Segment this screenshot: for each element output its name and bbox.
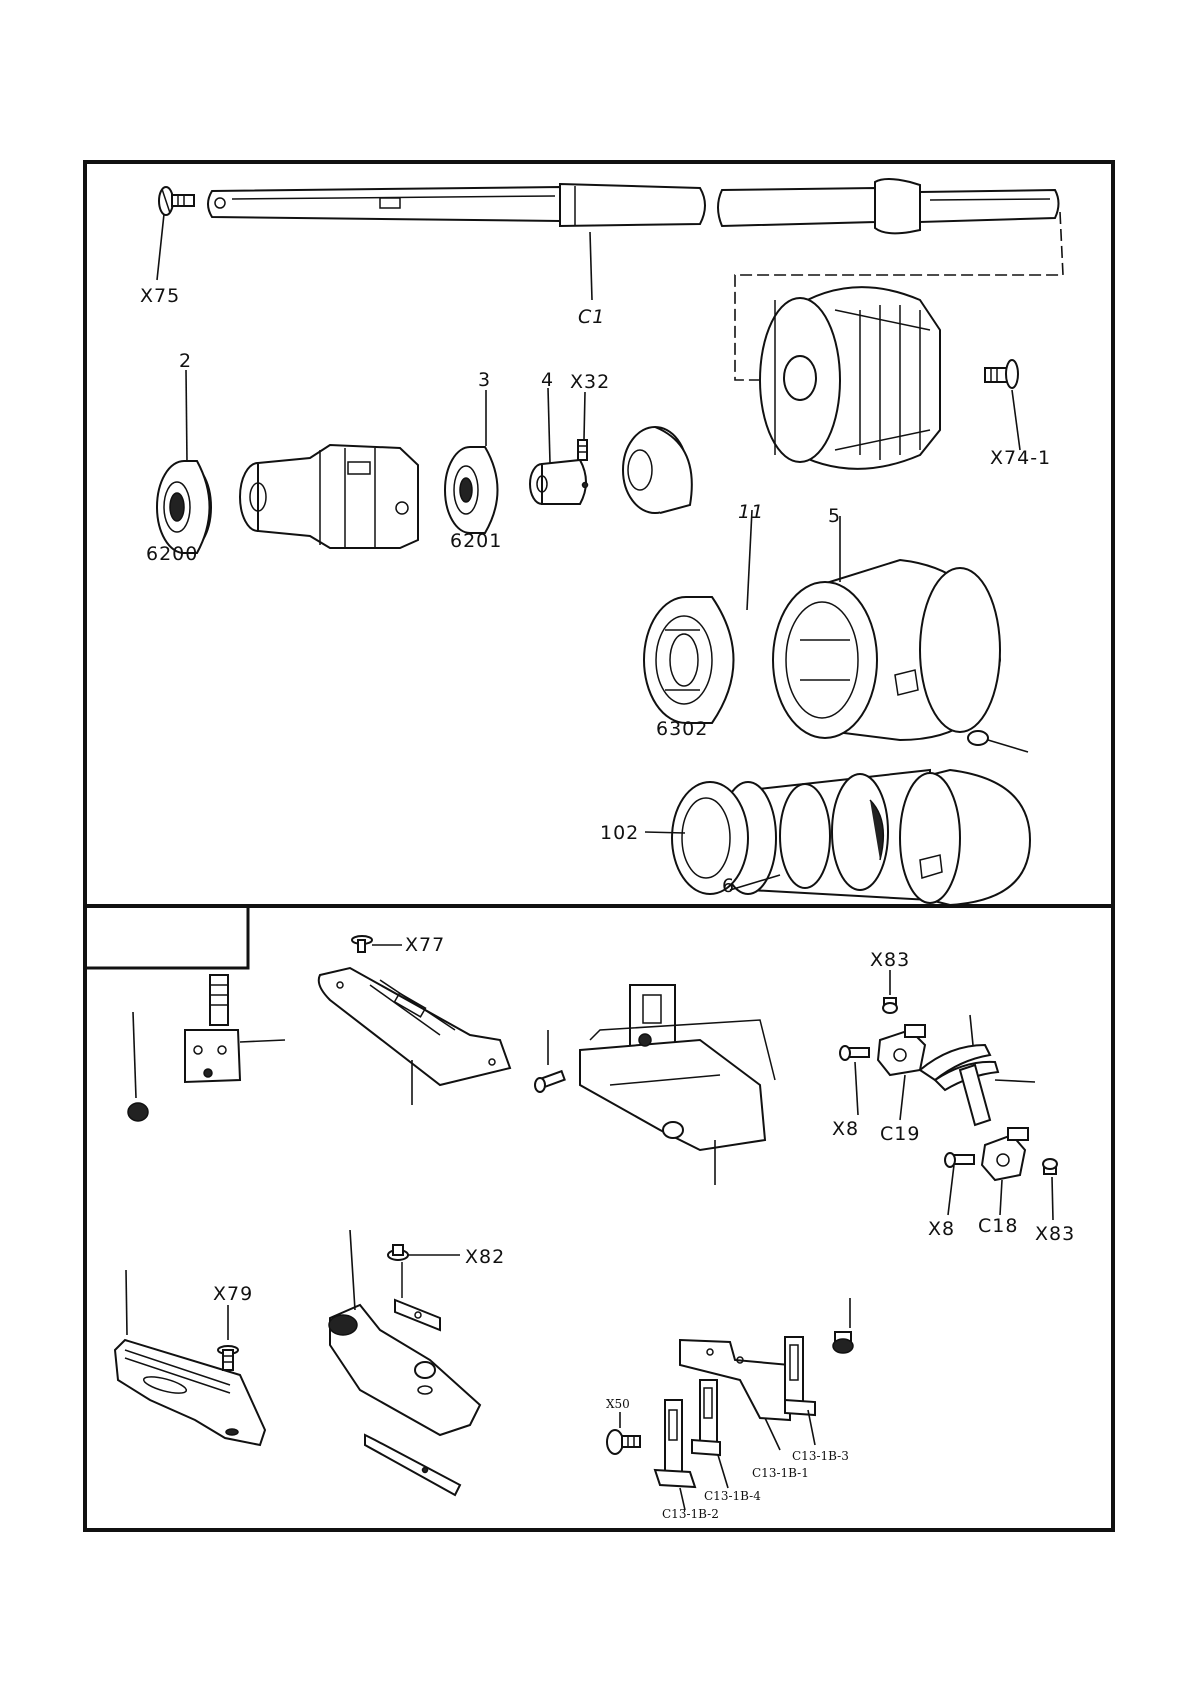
main-shaft-c1	[208, 179, 1059, 300]
label-x32: X32	[570, 371, 610, 393]
label-11: 11	[738, 501, 764, 523]
screw-x50	[607, 1412, 640, 1454]
screw-x75	[157, 187, 194, 280]
set-screw-x32	[578, 392, 587, 460]
screw-x83-lower	[1043, 1159, 1057, 1220]
label-c13-1b-4: C13-1B-4	[704, 1489, 761, 1503]
label-2: 2	[179, 350, 192, 372]
label-102: 102	[600, 822, 639, 844]
looper-c19	[920, 1015, 1035, 1125]
label-x77: X77	[405, 934, 445, 956]
plate-screw	[535, 1030, 565, 1092]
label-4: 4	[541, 369, 554, 391]
eccentric-cam-assembly	[645, 770, 1030, 905]
label-c13-1b-3: C13-1B-3	[792, 1449, 849, 1463]
label-x82: X82	[465, 1246, 505, 1268]
blank-caption-box	[85, 906, 248, 968]
label-x50: X50	[606, 1397, 630, 1411]
label-5: 5	[828, 505, 841, 527]
label-x83-upper: X83	[870, 949, 910, 971]
label-x79: X79	[213, 1283, 253, 1305]
looper-holder-c19	[878, 1025, 925, 1120]
label-x83-lower: X83	[1035, 1223, 1075, 1245]
small-pin	[968, 731, 1028, 752]
screw-x8-lower	[945, 1153, 974, 1215]
label-x75: X75	[140, 285, 180, 307]
small-nut	[128, 1103, 148, 1121]
bearing-6201	[445, 390, 498, 533]
knife-holder	[329, 1230, 480, 1435]
bearing-cap	[623, 427, 692, 513]
bearing-6200	[157, 370, 211, 553]
needle-clamp	[133, 975, 285, 1098]
screw-x77	[352, 936, 402, 952]
label-c13-1b-2: C13-1B-2	[662, 1507, 719, 1521]
guide-c13-1b-4	[692, 1380, 728, 1488]
label-6302: 6302	[656, 718, 708, 740]
label-6200: 6200	[146, 543, 198, 565]
label-6201: 6201	[450, 530, 502, 552]
lower-knife	[365, 1435, 460, 1495]
label-c1: C1	[578, 306, 605, 328]
guide-c13-1b-3	[785, 1337, 815, 1445]
looper-holder-c18	[982, 1128, 1028, 1215]
guide-c13-1b-2	[655, 1400, 695, 1510]
presser-foot	[580, 985, 775, 1185]
label-x8-upper: X8	[832, 1118, 859, 1140]
screw-x82	[388, 1245, 460, 1298]
screw-x8-upper	[840, 1046, 869, 1115]
screw-x83-upper	[883, 970, 897, 1013]
screw-x79	[218, 1305, 238, 1370]
guide-screw	[833, 1298, 853, 1353]
label-c19: C19	[880, 1123, 920, 1145]
eccentric-housing-5	[773, 516, 1000, 740]
label-c18: C18	[978, 1215, 1018, 1237]
knife-clamp-plate	[395, 1300, 440, 1330]
throat-plate	[319, 968, 510, 1105]
guide-bracket-c13-1b-1	[680, 1340, 790, 1450]
bearing-6302	[644, 510, 752, 723]
label-c13-1b-1: C13-1B-1	[752, 1466, 809, 1480]
label-6: 6	[722, 875, 735, 897]
label-x8-lower: X8	[928, 1218, 955, 1240]
label-3: 3	[478, 369, 491, 391]
cam-housing	[240, 445, 418, 548]
label-x74-1: X74-1	[990, 447, 1051, 469]
screw-x74-1	[985, 360, 1020, 450]
gear-pulley	[760, 287, 940, 469]
